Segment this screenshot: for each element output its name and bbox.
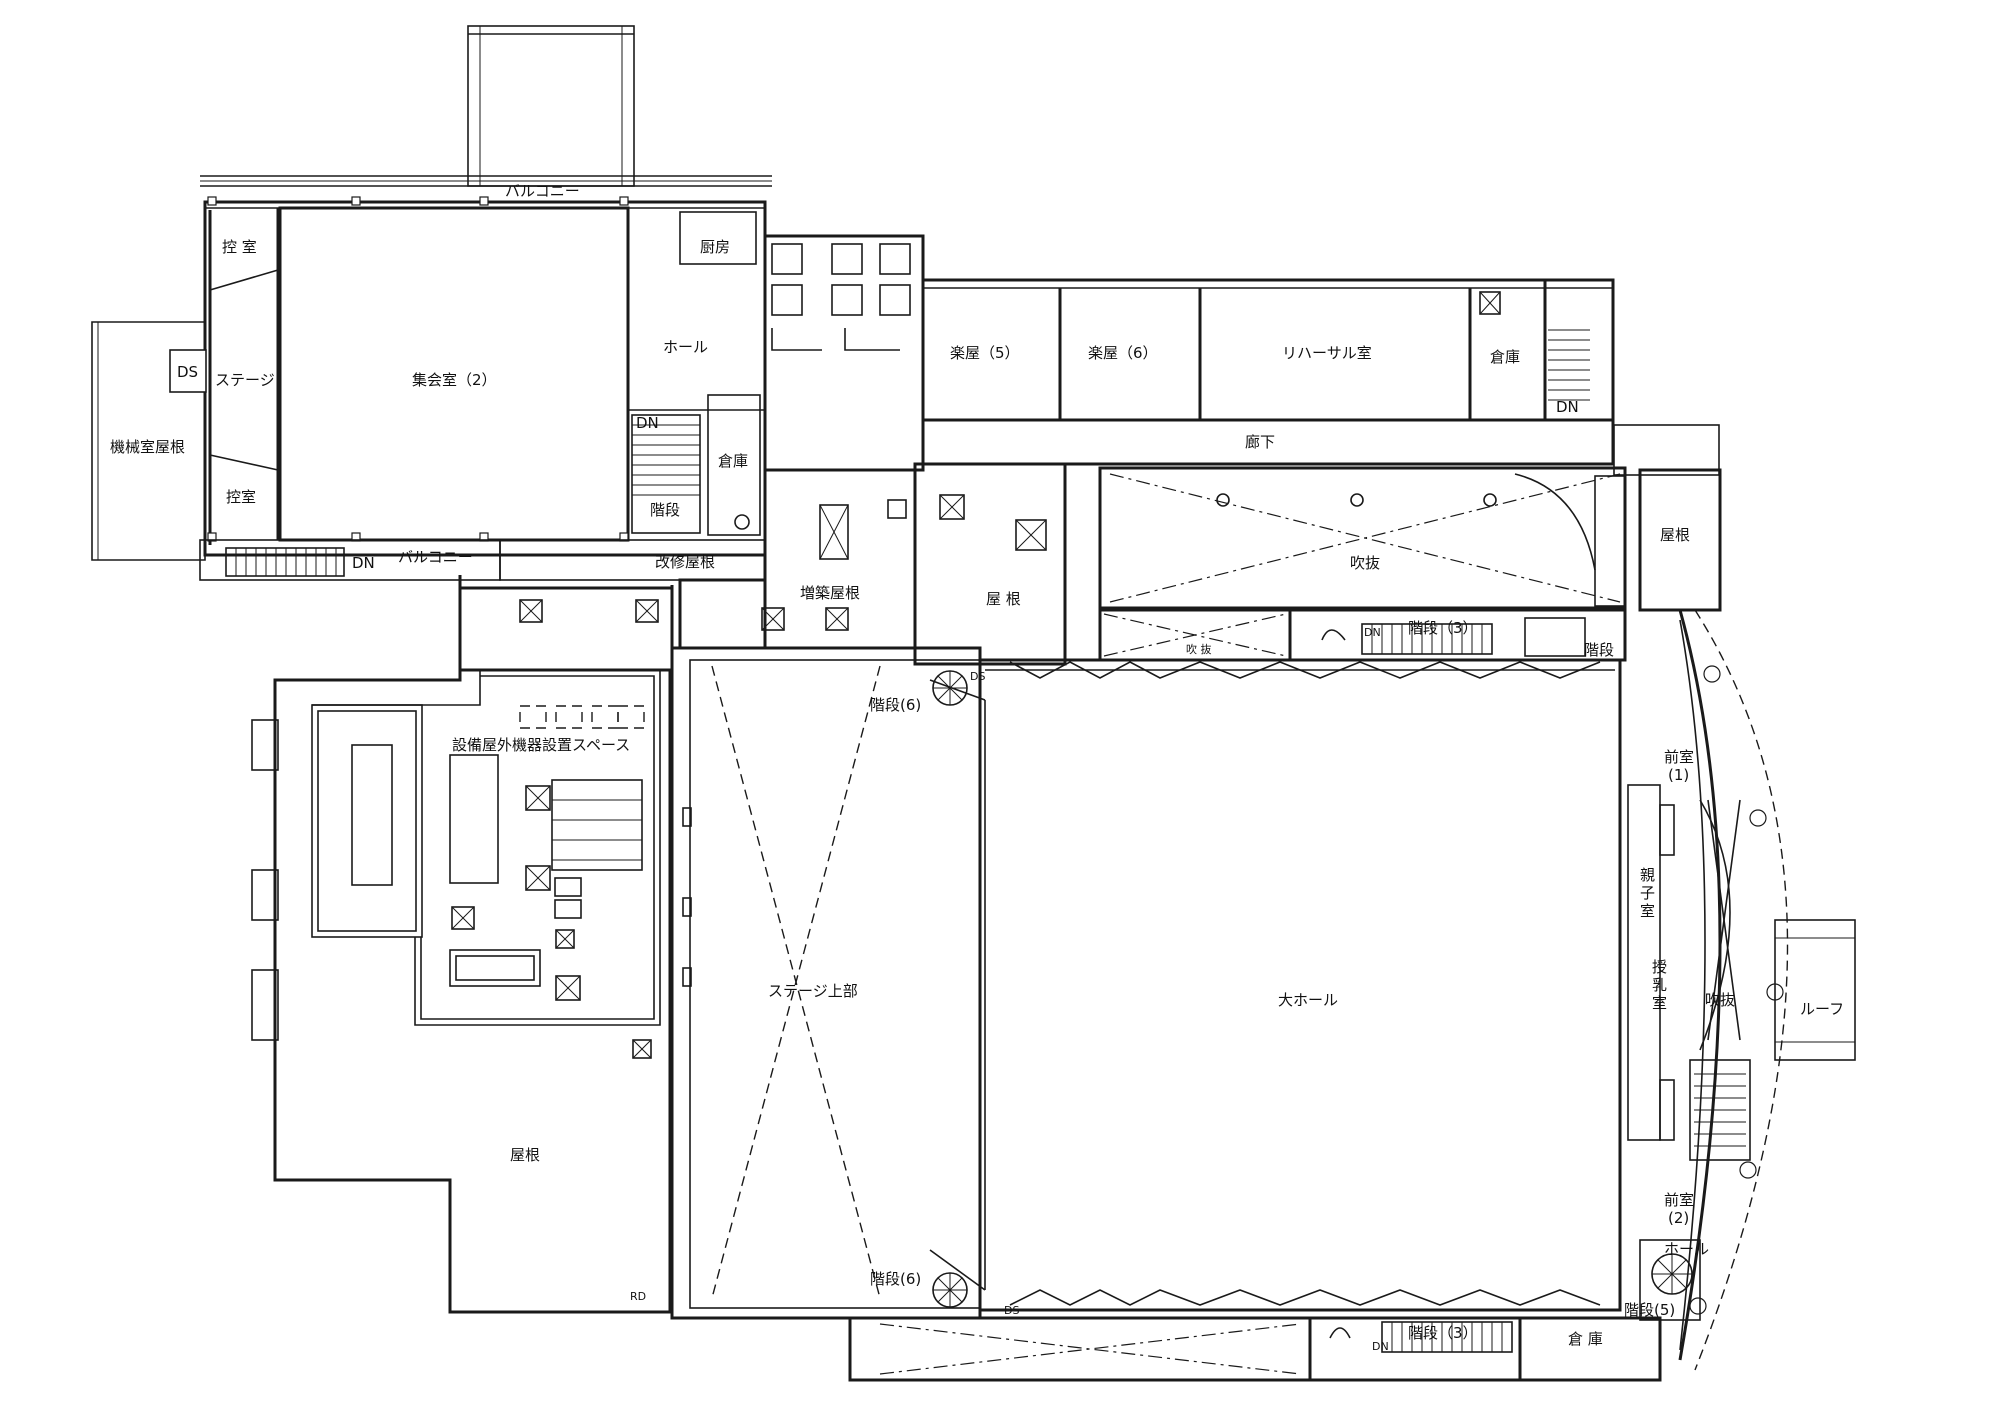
- label-storage-right: 倉庫: [1490, 348, 1520, 366]
- spiral-stair-6-top: [932, 670, 968, 706]
- upper-middle-block: [763, 234, 925, 472]
- mid-roof: [913, 462, 1067, 666]
- label-void-top: 吹抜: [1350, 554, 1380, 572]
- label-dn-1: DN: [636, 414, 659, 432]
- label-balcony-top: バルコニー: [505, 182, 580, 200]
- label-oyako-2: 子: [1640, 884, 1655, 902]
- label-stairs-right: 階段: [1584, 641, 1614, 659]
- stairs3-top-treads: [1371, 624, 1483, 654]
- label-ds-bottom: DS: [1004, 1304, 1019, 1317]
- machine-room-roof: [91, 321, 207, 561]
- bottom-row: [848, 1316, 1662, 1382]
- void-top: [1098, 466, 1627, 610]
- label-kitchen: 厨房: [700, 238, 730, 256]
- label-nursing-3: 室: [1652, 994, 1667, 1012]
- label-stairs3-top: 階段（3）: [1408, 619, 1478, 637]
- corridor: [921, 418, 1615, 466]
- label-roof-left: 屋根: [510, 1146, 540, 1164]
- label-main-hall: 大ホール: [1278, 991, 1338, 1009]
- label-dn-5: DN: [1372, 1340, 1389, 1353]
- label-rehearsal: リハーサル室: [1282, 344, 1372, 362]
- label-extension-roof: 増築屋根: [800, 584, 860, 602]
- label-ds-top: DS: [970, 670, 985, 683]
- label-storage-bottom: 倉 庫: [1568, 1330, 1603, 1348]
- labels: バルコニー 控 室 DS ステージ 集会室（2） 機械室屋根 控室 厨房 ホール…: [110, 182, 1844, 1353]
- label-meeting-room: 集会室（2）: [412, 371, 497, 389]
- label-balcony-bottom: バルコニー: [398, 548, 473, 566]
- label-gakuya5: 楽屋（5）: [950, 344, 1020, 362]
- label-stairs6-bottom: 階段(6): [870, 1270, 921, 1288]
- label-stairs3-bottom: 階段（3）: [1408, 1324, 1478, 1342]
- label-void-sub: 吹 抜: [1186, 642, 1212, 656]
- label-void-right: 吹抜: [1705, 991, 1735, 1009]
- label-dn-4: DN: [1364, 626, 1381, 639]
- label-nursing-2: 乳: [1652, 976, 1667, 994]
- top-stairs-row: [1098, 608, 1627, 662]
- label-oyako-3: 室: [1640, 902, 1655, 920]
- label-hikae-top: 控 室: [222, 238, 257, 256]
- label-antechamber1-b: (1): [1668, 766, 1689, 784]
- stairs3-bottom-treads: [1391, 1322, 1503, 1352]
- label-hikae-bottom: 控室: [226, 488, 256, 506]
- label-renovation-roof: 改修屋根: [655, 553, 715, 571]
- top-balcony-frame: [200, 25, 772, 187]
- spiral-stair-6-bottom: [932, 1272, 968, 1308]
- label-roof-mid: 屋 根: [986, 590, 1021, 608]
- stair-treads-right: [1548, 329, 1590, 401]
- label-ds-left: DS: [177, 363, 198, 381]
- label-hall-small: ホール: [663, 338, 708, 356]
- label-stage-small: ステージ: [215, 371, 275, 389]
- label-corridor: 廊下: [1245, 433, 1275, 451]
- label-stairs5: 階段(5): [1624, 1301, 1675, 1319]
- label-dn-3: DN: [1556, 398, 1579, 416]
- lobby-stair-treads: [1694, 1073, 1746, 1147]
- label-hall-right: ホール: [1664, 1240, 1709, 1258]
- label-roof-right: 屋根: [1660, 526, 1690, 544]
- label-antechamber2-b: (2): [1668, 1209, 1689, 1227]
- equipment-area: [251, 575, 674, 1314]
- roof-right-block: [1613, 424, 1722, 612]
- label-antechamber2-a: 前室: [1664, 1191, 1694, 1209]
- right-lobby: [1627, 609, 1856, 1371]
- label-oyako-1: 親: [1640, 866, 1655, 884]
- label-dn-2: DN: [352, 554, 375, 572]
- label-rd: RD: [630, 1290, 646, 1303]
- label-stage-upper: ステージ上部: [768, 982, 858, 1000]
- label-antechamber1-a: 前室: [1664, 748, 1694, 766]
- label-stairs6-top: 階段(6): [870, 696, 921, 714]
- extension-roof: [678, 468, 917, 650]
- label-storage-small: 倉庫: [718, 452, 748, 470]
- stair-treads-left: [632, 424, 700, 496]
- main-hall: [929, 658, 1622, 1312]
- label-stairs-small: 階段: [650, 501, 680, 519]
- balcony-stair-treads: [235, 548, 337, 576]
- label-equipment-space: 設備屋外機器設置スペース: [452, 736, 630, 754]
- label-roof-fu: ルーフ: [1800, 1000, 1844, 1018]
- label-gakuya6: 楽屋（6）: [1088, 344, 1158, 362]
- label-machine-roof: 機械室屋根: [110, 438, 185, 456]
- label-nursing-1: 授: [1652, 958, 1667, 976]
- spiral-stair-5: [1651, 1253, 1693, 1295]
